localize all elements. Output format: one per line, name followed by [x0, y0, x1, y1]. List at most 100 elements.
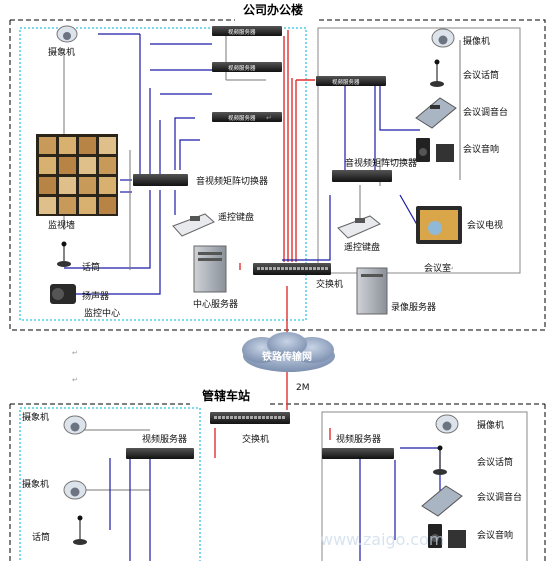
switch-port: [325, 267, 328, 270]
svg-text:会议调音台: 会议调音台: [477, 491, 522, 503]
switch-port: [281, 267, 284, 270]
video-wall-screen: [79, 157, 96, 174]
center-server: 中心服务器: [193, 245, 238, 310]
switch-port: [246, 416, 249, 419]
microphone-icon: 话筒: [57, 241, 100, 273]
remote-keyboard-right: 遥控键盘: [337, 215, 381, 253]
svg-text:会议音响: 会议音响: [477, 529, 513, 541]
svg-text:交换机: 交换机: [316, 278, 343, 290]
switch-port: [250, 416, 253, 419]
video-wall-screen: [79, 137, 96, 154]
video-wall-screen: [99, 177, 116, 194]
camera-right-icon: 摄像机: [431, 28, 490, 48]
switch-port: [230, 416, 233, 419]
video-wall-screen: [39, 157, 56, 174]
switch-port: [226, 416, 229, 419]
svg-text:中心服务器: 中心服务器: [193, 298, 238, 310]
av-matrix-switcher-left: 音视频矩阵切换器: [133, 174, 268, 187]
station-title: 管辖车站: [202, 388, 250, 403]
switch-port: [317, 267, 320, 270]
svg-text:会议话筒: 会议话筒: [477, 456, 513, 468]
loudspeaker-icon: 扬声器: [50, 284, 109, 304]
switch-port: [313, 267, 316, 270]
meeting-microphone-icon: 会议话筒: [430, 59, 499, 87]
svg-text:会议音响: 会议音响: [463, 143, 499, 155]
monitoring-center-frame: [19, 27, 307, 321]
svg-text:摄象机: 摄象机: [22, 411, 49, 423]
svg-text:视频服务器: 视频服务器: [228, 28, 256, 36]
svg-text:↵: ↵: [448, 265, 454, 273]
watermark: www.zaigo.com: [320, 530, 444, 549]
video-wall-screen: [59, 177, 76, 194]
switch-port: [254, 416, 257, 419]
meeting-room-frame: [317, 27, 521, 274]
switch-port: [282, 416, 285, 419]
station-microphone-right: 会议话筒: [433, 445, 513, 475]
video-server-3: 视频服务器: [212, 112, 282, 122]
svg-text:视频服务器: 视频服务器: [336, 433, 381, 445]
station-camera-1: 摄象机: [22, 411, 87, 435]
switch-port: [270, 416, 273, 419]
switch-port: [274, 416, 277, 419]
svg-text:录像服务器: 录像服务器: [391, 301, 436, 313]
switch-port: [297, 267, 300, 270]
svg-text:↵: ↵: [232, 180, 238, 188]
switch-port: [293, 267, 296, 270]
svg-text:遥控键盘: 遥控键盘: [218, 211, 254, 223]
switch-port: [218, 416, 221, 419]
svg-text:会议电视: 会议电视: [467, 219, 503, 231]
video-wall-screen: [59, 137, 76, 154]
svg-text:话筒: 话筒: [32, 531, 50, 543]
svg-text:↵: ↵: [72, 376, 78, 384]
video-wall-screen: [39, 177, 56, 194]
svg-text:扬声器: 扬声器: [82, 290, 109, 302]
video-wall-screen: [99, 197, 116, 214]
meeting-mixer-icon: 会议调音台: [415, 97, 508, 129]
switch-port: [242, 416, 245, 419]
switch-port: [222, 416, 225, 419]
svg-text:摄像机: 摄像机: [463, 35, 490, 47]
video-server-right: 视频服务器: [316, 76, 386, 86]
video-wall-screen: [39, 137, 56, 154]
switch-port: [305, 267, 308, 270]
av-matrix-switcher-right: 音视频矩阵切换器: [332, 157, 417, 182]
svg-text:↵: ↵: [72, 349, 78, 357]
video-wall-screen: [39, 197, 56, 214]
switch-port: [269, 267, 272, 270]
blue-links-left: [64, 33, 212, 295]
paragraph-marks: ↵ ↵ ↵ ↵ ↵: [72, 114, 454, 384]
camera-icon: 摄象机: [48, 25, 78, 58]
recording-server: 录像服务器: [356, 267, 436, 315]
video-server-2: 视频服务器: [212, 62, 282, 72]
backbone-lines: [214, 30, 331, 458]
switch-port: [214, 416, 217, 419]
svg-text:音视频矩阵切换器: 音视频矩阵切换器: [345, 157, 417, 169]
office-building-title: 公司办公楼: [243, 2, 303, 17]
station-frame: [9, 403, 546, 561]
video-wall-screen: [99, 157, 116, 174]
svg-text:会议话筒: 会议话筒: [463, 69, 499, 81]
station-video-server-right: 视频服务器: [322, 433, 394, 459]
switch-port: [289, 267, 292, 270]
remote-keyboard-left: 遥控键盘: [172, 211, 254, 237]
switch-port: [234, 416, 237, 419]
svg-text:摄像机: 摄像机: [477, 419, 504, 431]
station-microphone-left: 话筒: [32, 515, 87, 545]
station-speaker-right: 会议音响: [428, 524, 513, 548]
switch-port: [261, 267, 264, 270]
bandwidth-label: 2M: [296, 383, 310, 393]
svg-text:摄象机: 摄象机: [22, 478, 49, 490]
switch-port: [285, 267, 288, 270]
monitoring-center-label: 监控中心: [84, 307, 120, 319]
switch-port: [301, 267, 304, 270]
station-camera-2: 摄象机: [22, 478, 87, 500]
video-wall: 监视墙: [36, 134, 118, 231]
switch-port: [277, 267, 280, 270]
video-wall-screen: [59, 197, 76, 214]
meeting-tv-icon: 会议电视: [416, 206, 503, 244]
switch-port: [273, 267, 276, 270]
video-wall-screen: [79, 197, 96, 214]
blue-links-right: [109, 80, 441, 561]
